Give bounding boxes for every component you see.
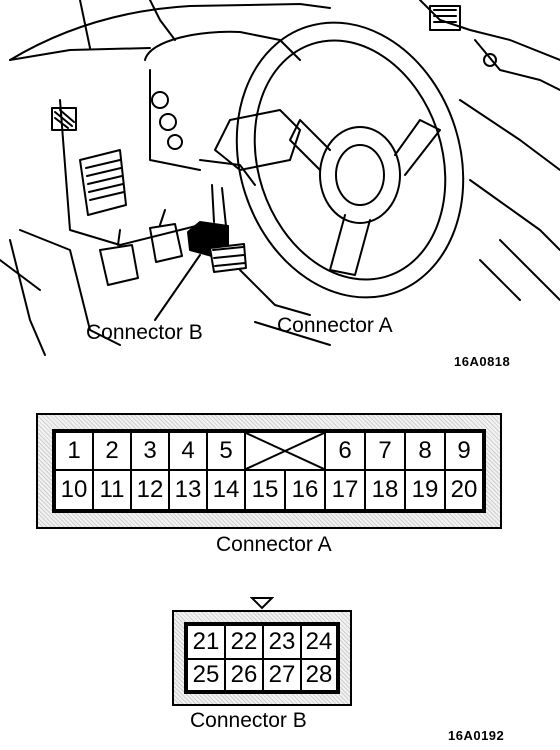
connector-a-callout: Connector A xyxy=(277,314,393,337)
pin-3: 3 xyxy=(130,431,170,471)
triangle-marker-icon xyxy=(250,597,274,610)
cross-mark-icon xyxy=(246,433,324,469)
pin-22: 22 xyxy=(224,624,264,660)
pin-2: 2 xyxy=(92,431,132,471)
dashboard-illustration xyxy=(0,0,560,356)
pin-6: 6 xyxy=(324,431,366,471)
pin-10: 10 xyxy=(54,469,94,511)
pin-26: 26 xyxy=(224,658,264,692)
figure-code-bottom: 16A0192 xyxy=(448,728,505,743)
pin-28: 28 xyxy=(300,658,338,692)
pin-8: 8 xyxy=(404,431,446,471)
pin-21: 21 xyxy=(186,624,226,660)
pin-9: 9 xyxy=(444,431,484,471)
pin-4: 4 xyxy=(168,431,208,471)
pin-24: 24 xyxy=(300,624,338,660)
pin-20: 20 xyxy=(444,469,484,511)
connector-a-label: Connector A xyxy=(216,533,332,556)
pin-16: 16 xyxy=(284,469,326,511)
pin-12: 12 xyxy=(130,469,170,511)
pin-15: 15 xyxy=(244,469,286,511)
connector-a-diagram: 1 2 3 4 5 6 7 8 9 10 11 12 13 14 15 16 1… xyxy=(36,413,502,529)
connector-b-face: 21 22 23 24 25 26 27 28 xyxy=(184,622,340,694)
pin-17: 17 xyxy=(324,469,366,511)
blank-cell xyxy=(244,431,326,471)
connector-b-callout: Connector B xyxy=(86,321,203,344)
connector-a-face: 1 2 3 4 5 6 7 8 9 10 11 12 13 14 15 16 1… xyxy=(52,429,486,513)
pin-1: 1 xyxy=(54,431,94,471)
pin-23: 23 xyxy=(262,624,302,660)
pin-7: 7 xyxy=(364,431,406,471)
pin-13: 13 xyxy=(168,469,208,511)
pin-11: 11 xyxy=(92,469,132,511)
figure-code-top: 16A0818 xyxy=(454,354,511,369)
pin-27: 27 xyxy=(262,658,302,692)
pin-14: 14 xyxy=(206,469,246,511)
pin-19: 19 xyxy=(404,469,446,511)
pin-25: 25 xyxy=(186,658,226,692)
connector-b-diagram: 21 22 23 24 25 26 27 28 xyxy=(172,610,352,706)
pin-5: 5 xyxy=(206,431,246,471)
connector-b-label: Connector B xyxy=(190,709,307,732)
pin-18: 18 xyxy=(364,469,406,511)
